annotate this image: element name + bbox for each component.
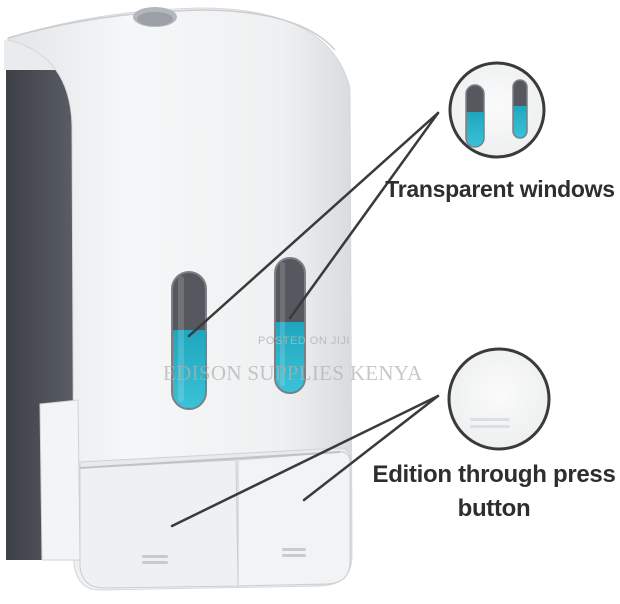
left-press-button [79,459,239,589]
right-refill-window [274,257,306,394]
watermark-large: EDISON SUPPLIES KENYA [163,361,423,385]
transparent-windows-label: Transparent windows [385,176,615,202]
right-press-button [237,451,351,587]
windows-detail-circle [448,61,546,159]
press-button-label: Edition through press button [372,461,616,522]
left-refill-window [171,271,207,410]
leader-lines [170,111,440,528]
button-detail-circle [447,347,551,451]
watermark-small: POSTED ON JIJI [258,335,350,347]
